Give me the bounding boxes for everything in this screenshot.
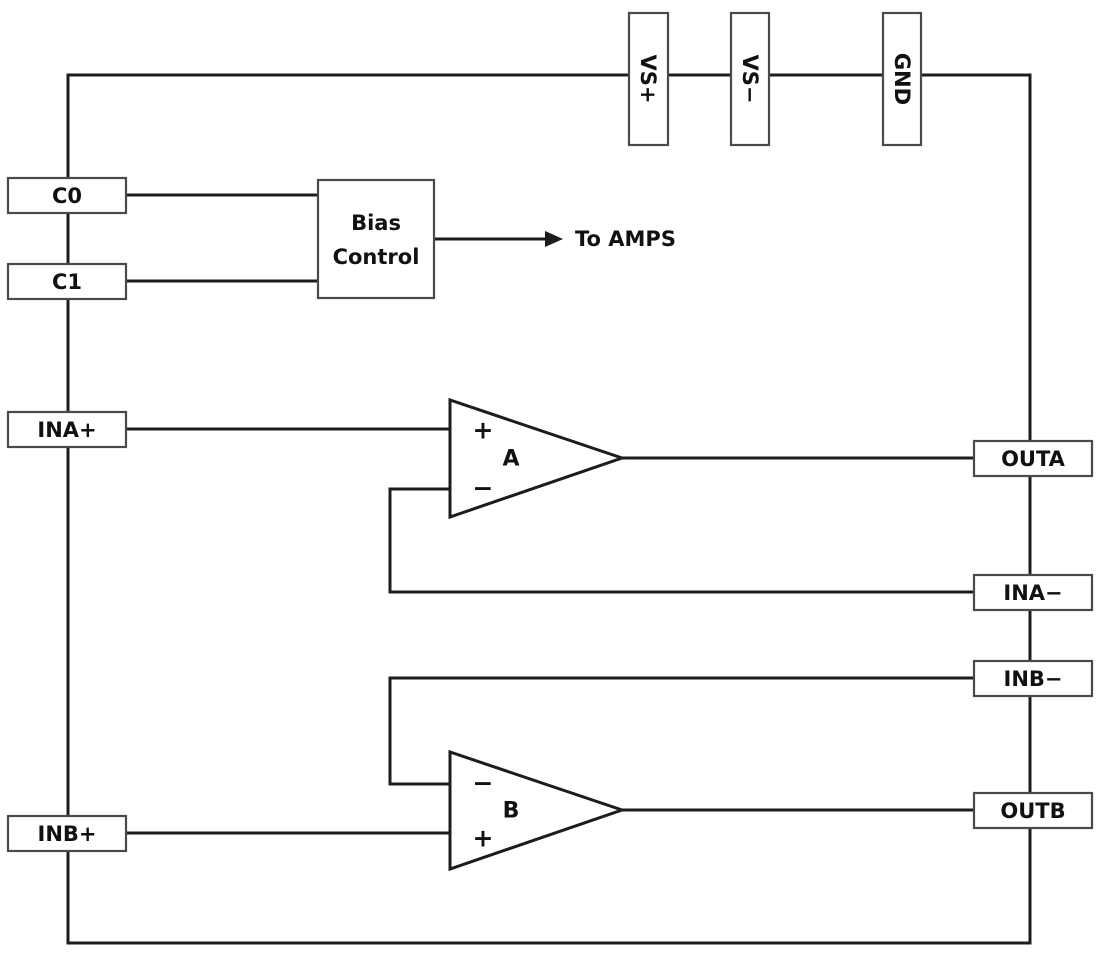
pin-gnd	[881, 11, 923, 147]
pin-ina-minus	[972, 573, 1094, 612]
pin-vs-plus-label: VS+	[636, 55, 660, 104]
opamp-b-label: B	[503, 799, 520, 824]
opamp-b-minus-sign: −	[473, 769, 494, 798]
pin-outa-label: OUTA	[1001, 447, 1066, 471]
pin-inb-plus-label: INB+	[38, 822, 97, 846]
pin-vs-minus-label: VS−	[738, 55, 762, 104]
pin-gnd-label: GND	[890, 53, 914, 105]
pin-c1	[6, 262, 128, 301]
opamp-a-minus-sign: −	[473, 474, 494, 503]
opamp-b-triangle	[448, 749, 627, 872]
pin-inb-minus	[972, 659, 1094, 698]
bias-control-block	[316, 178, 436, 300]
pin-c0	[6, 176, 128, 215]
to-amps-label: To AMPS	[575, 227, 676, 251]
pin-inb-minus-label: INB−	[1004, 667, 1063, 691]
pin-ina-minus-label: INA−	[1003, 581, 1062, 605]
pin-outb-label: OUTB	[1000, 799, 1065, 823]
wire-inbminus-feedback-to-ampb	[388, 676, 974, 786]
pin-outa	[972, 439, 1094, 478]
pin-c0-label: C0	[52, 184, 82, 208]
pin-inb-plus	[6, 814, 128, 853]
pin-outb	[972, 791, 1094, 830]
pin-ina-plus-label: INA+	[37, 418, 96, 442]
to-amps-arrowhead-icon	[545, 231, 563, 247]
wire-ampa-feedback-to-inaminus	[388, 487, 974, 594]
opamp-b-plus-sign: +	[473, 824, 494, 853]
opamp-a-label: A	[502, 447, 519, 472]
opamp-a-plus-sign: +	[473, 416, 494, 445]
pin-vs-minus	[729, 11, 771, 147]
pin-c1-label: C1	[52, 270, 82, 294]
pin-ina-plus	[6, 410, 128, 449]
ic-outline	[66, 73, 1032, 945]
bias-control-label-line1: Bias	[351, 211, 401, 235]
opamp-a-triangle	[448, 397, 627, 520]
pin-vs-plus	[627, 11, 670, 147]
bias-control-label-line2: Control	[333, 245, 420, 269]
